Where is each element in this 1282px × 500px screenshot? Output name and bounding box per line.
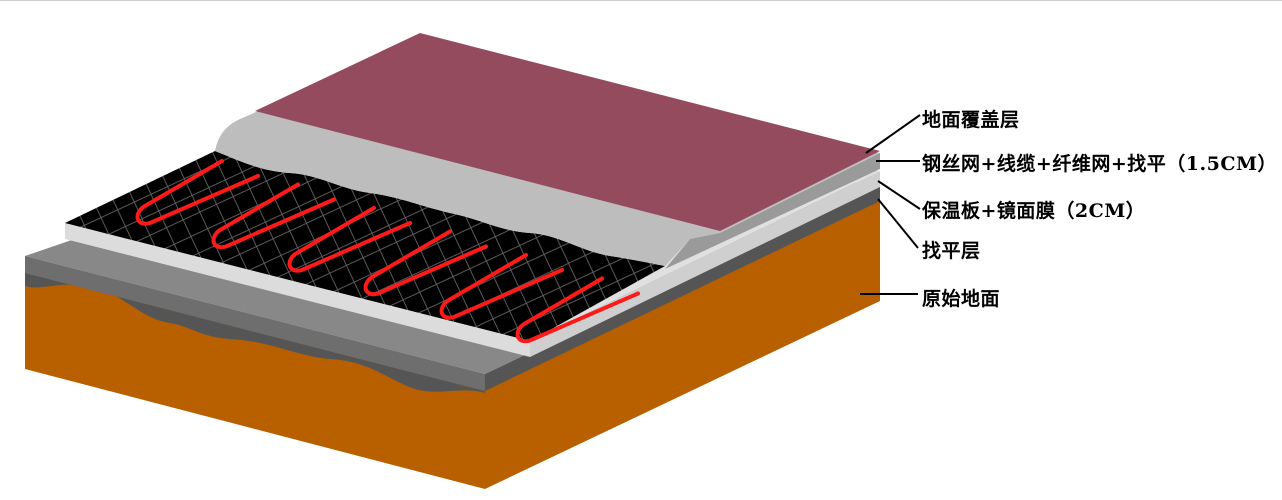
cable-loop bbox=[439, 253, 564, 320]
cable-loop bbox=[363, 229, 488, 297]
ground-right-face bbox=[485, 191, 880, 489]
screed-right-face bbox=[665, 153, 880, 269]
leveling-front-face bbox=[25, 256, 485, 391]
mesh-layer bbox=[65, 151, 665, 341]
label-leveling: 找平层 bbox=[922, 240, 981, 262]
leveling-right-face bbox=[485, 186, 880, 391]
cable-loop bbox=[211, 182, 336, 250]
ground-front-face bbox=[25, 263, 485, 489]
floor-cover-top bbox=[255, 33, 880, 231]
leader-lines bbox=[860, 114, 921, 295]
label-floor-cover: 地面覆盖层 bbox=[922, 109, 1020, 131]
cable-loop bbox=[515, 276, 640, 344]
label-mesh-cable-screed: 钢丝网+线缆+纤维网+找平（1.5CM） bbox=[922, 153, 1277, 175]
label-insulation: 保温板+镜面膜（2CM） bbox=[922, 200, 1146, 222]
insulation-right-face bbox=[530, 171, 880, 357]
cable-loop bbox=[135, 159, 260, 226]
insulation-front-face bbox=[65, 223, 530, 357]
label-original-ground: 原始地面 bbox=[922, 288, 1001, 310]
heating-cable bbox=[135, 159, 640, 344]
ground-wave-shadow bbox=[25, 273, 485, 393]
cable-loop bbox=[287, 206, 412, 273]
